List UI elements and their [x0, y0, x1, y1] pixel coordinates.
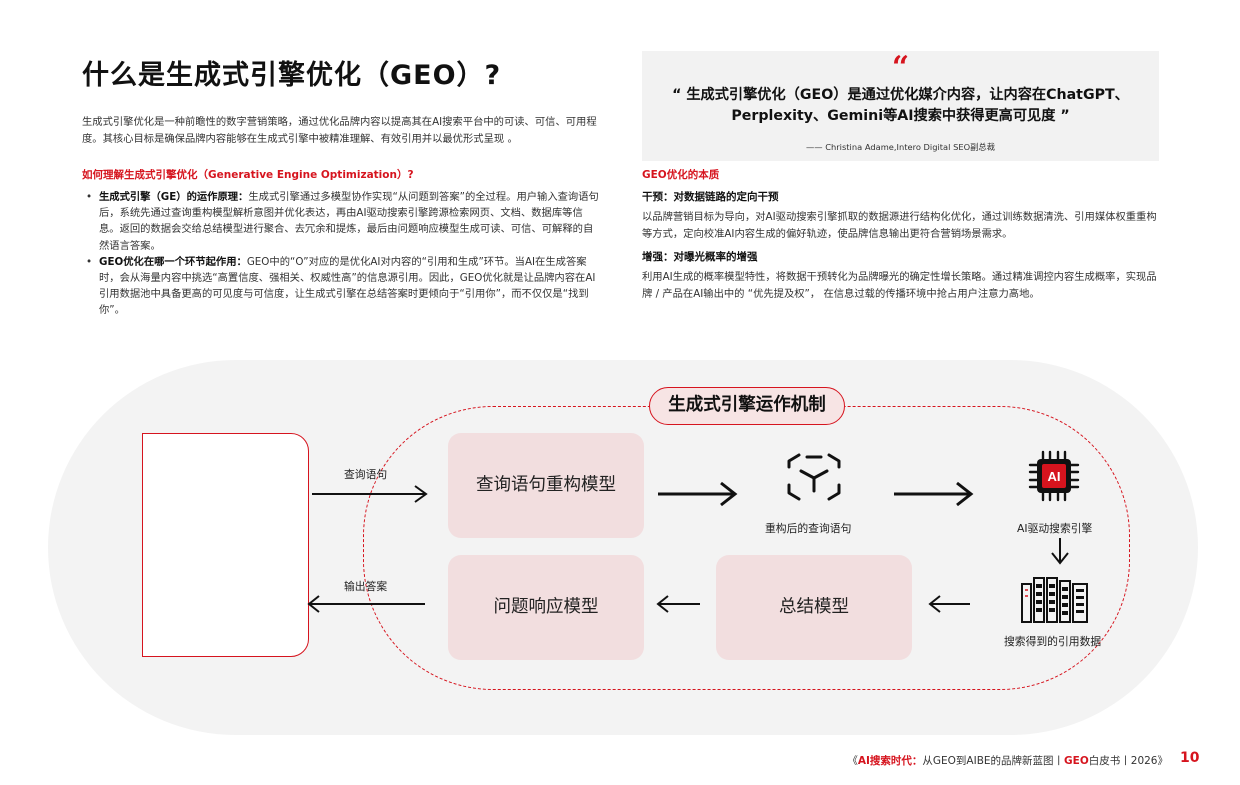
arrow-right-icon	[312, 485, 428, 503]
quote-box: “ “ 生成式引擎优化（GEO）是通过优化媒介内容，让内容在ChatGPT、Pe…	[642, 51, 1159, 161]
footer-open: 《	[847, 755, 858, 767]
arrow-right-icon	[894, 481, 974, 507]
bullet-bold-label: GEO优化在哪一个环节起作用：	[99, 255, 247, 268]
enhancement-subheading: 增强：对曝光概率的增强	[642, 251, 758, 263]
quote-text: “ 生成式引擎优化（GEO）是通过优化媒介内容，让内容在ChatGPT、Perp…	[672, 87, 1129, 124]
ge-bullet-list: 生成式引擎（GE）的运作原理：生成式引擎通过多模型协作实现“从问题到答案”的全过…	[86, 189, 600, 319]
intervention-subheading: 干预：对数据链路的定向干预	[642, 191, 779, 203]
bullet-geo-stage: GEO优化在哪一个环节起作用：GEO中的“O”对应的是优化AI对内容的“引用和生…	[86, 254, 600, 319]
ai-chip-text: AI	[1048, 469, 1061, 484]
bullet-text: GEO中的“O”对应的是优化AI对内容的“引用和生成”环节。当AI在生成答案时，…	[99, 255, 596, 317]
page-number: 10	[1180, 750, 1200, 766]
right-section-heading: GEO优化的本质	[642, 169, 720, 181]
intervention-paragraph: 以品牌营销目标为导向，对AI驱动搜索引擎抓取的数据源进行结构化优化，通过训练数据…	[642, 211, 1157, 240]
page-title: 什么是生成式引擎优化（GEO）?	[82, 60, 502, 91]
bullet-ge-principle: 生成式引擎（GE）的运作原理：生成式引擎通过多模型协作实现“从问题到答案”的全过…	[86, 189, 600, 254]
query-rewrite-model-box: 查询语句重构模型	[448, 433, 644, 538]
user-panel	[142, 433, 309, 657]
left-section-heading: 如何理解生成式引擎优化（Generative Engine Optimizati…	[82, 169, 414, 181]
enhancement-paragraph: 利用AI生成的概率模型特性，将数据干预转化为品牌曝光的确定性增长策略。通过精准调…	[642, 271, 1157, 300]
summary-model-box: 总结模型	[716, 555, 912, 660]
arrow-down-icon	[1051, 538, 1069, 565]
footer-citation: 《AI搜索时代：从GEO到AIBE的品牌新蓝图丨GEO白皮书丨2026》	[0, 753, 1168, 768]
quote-mark-icon: “	[891, 50, 910, 85]
rewrite-cube-icon	[787, 453, 841, 501]
rewritten-query-label: 重构后的查询语句	[765, 522, 852, 535]
response-model-box: 问题响应模型	[448, 555, 644, 660]
database-server-icon	[1021, 577, 1088, 623]
arrow-left-icon	[928, 595, 970, 613]
footer-bold: AI搜索时代：	[857, 755, 923, 767]
footer-middle: 从GEO到AIBE的品牌新蓝图丨	[922, 755, 1065, 767]
intro-paragraph: 生成式引擎优化是一种前瞻性的数字营销策略，通过优化品牌内容以提高其在AI搜索平台…	[82, 116, 597, 145]
answer-label: 输出答案	[344, 580, 388, 593]
ai-engine-label: AI驱动搜索引擎	[1017, 522, 1093, 535]
footer-bold2: GEO	[1064, 755, 1089, 767]
footer-rest: 白皮书丨2026》	[1088, 755, 1168, 767]
citation-data-label: 搜索得到的引用数据	[1004, 635, 1102, 648]
quote-author: —— Christina Adame,Intero Digital SEO副总裁	[805, 142, 996, 152]
arrow-left-icon	[656, 595, 700, 613]
arrow-right-icon	[658, 481, 738, 507]
ai-chip-icon: AI	[1028, 450, 1080, 502]
diagram-title: 生成式引擎运作机制	[649, 387, 845, 425]
query-label: 查询语句	[344, 468, 388, 481]
arrow-left-icon	[307, 595, 425, 613]
bullet-bold-label: 生成式引擎（GE）的运作原理：	[99, 191, 249, 203]
bullet-text: 生成式引擎通过多模型协作实现“从问题到答案”的全过程。用户输入查询语句后，系统先…	[99, 191, 599, 252]
